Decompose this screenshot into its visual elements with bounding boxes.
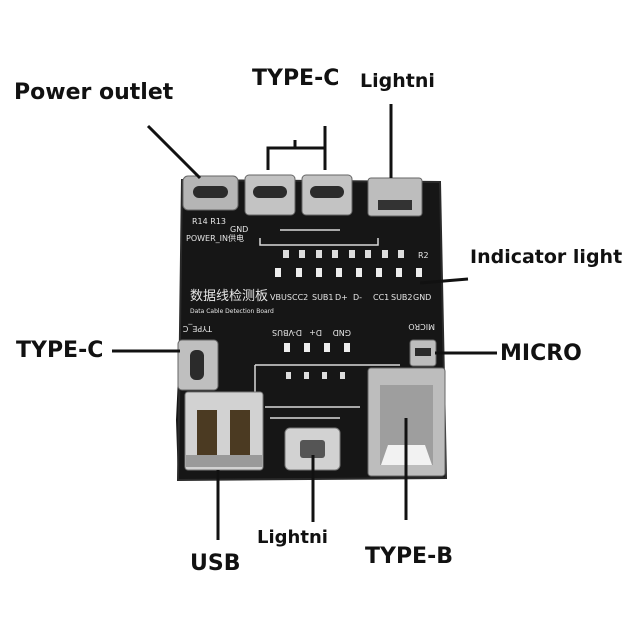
top-led-row (275, 250, 422, 277)
usb-a-port (184, 391, 264, 471)
board-title-en: Data Cable Detection Board (190, 308, 274, 315)
bottom-led-labels: VBUS D+ D- GND (272, 328, 351, 337)
callout-type-b: TYPE-B (365, 544, 453, 569)
power-type-c-port (182, 175, 239, 211)
type-c-port-left (177, 339, 219, 391)
bottom-led-dminus: D- (293, 328, 302, 337)
led-label-cc2: CC2 (292, 293, 308, 302)
type-c-port-1 (244, 174, 296, 216)
led-label-vbus: VBUS (270, 293, 292, 302)
led-label-cc1: CC1 (373, 293, 389, 302)
lightning-port-top (367, 177, 423, 217)
callout-lines (112, 104, 497, 540)
lightning-port-bottom (284, 427, 341, 471)
led-label-gnd: GND (413, 293, 431, 302)
type-c-port-2 (301, 174, 353, 216)
bottom-led-vbus: VBUS (272, 328, 294, 337)
led-label-sub2: SUB2 (391, 293, 413, 302)
micro-small-label: MICRO (408, 322, 435, 331)
power-in-label: POWER_IN供电 (186, 233, 244, 243)
callout-power-outlet: Power outlet (14, 80, 174, 105)
bottom-led-dplus: D+ (309, 328, 322, 337)
top-led-labels: VBUS CC2 SUB1 D+ D- CC1 SUB2 GND (270, 293, 431, 302)
callout-type-c-left: TYPE-C (16, 338, 104, 363)
gnd-label: GND (230, 225, 248, 234)
r2-label: R2 (418, 251, 429, 260)
led-label-dplus: D+ (335, 293, 348, 302)
callout-lightning-bottom: Lightni (257, 527, 328, 548)
callout-micro: MICRO (500, 341, 582, 366)
board-title-cn: 数据线检测板 (190, 289, 268, 304)
callout-lightning-top: Lightni (360, 70, 435, 92)
typec-small-label: TYPE_C (182, 324, 213, 333)
micro-usb-port (409, 339, 437, 367)
led-label-dminus: D- (353, 293, 362, 302)
callout-usb: USB (190, 551, 241, 576)
led-label-sub1: SUB1 (312, 293, 334, 302)
bottom-led-gnd: GND (333, 328, 351, 337)
callout-type-c-top: TYPE-C (252, 66, 340, 91)
r-labels: R14 R13 (192, 217, 226, 226)
callout-indicator-light: Indicator light (470, 246, 623, 268)
bottom-led-row (284, 343, 350, 379)
